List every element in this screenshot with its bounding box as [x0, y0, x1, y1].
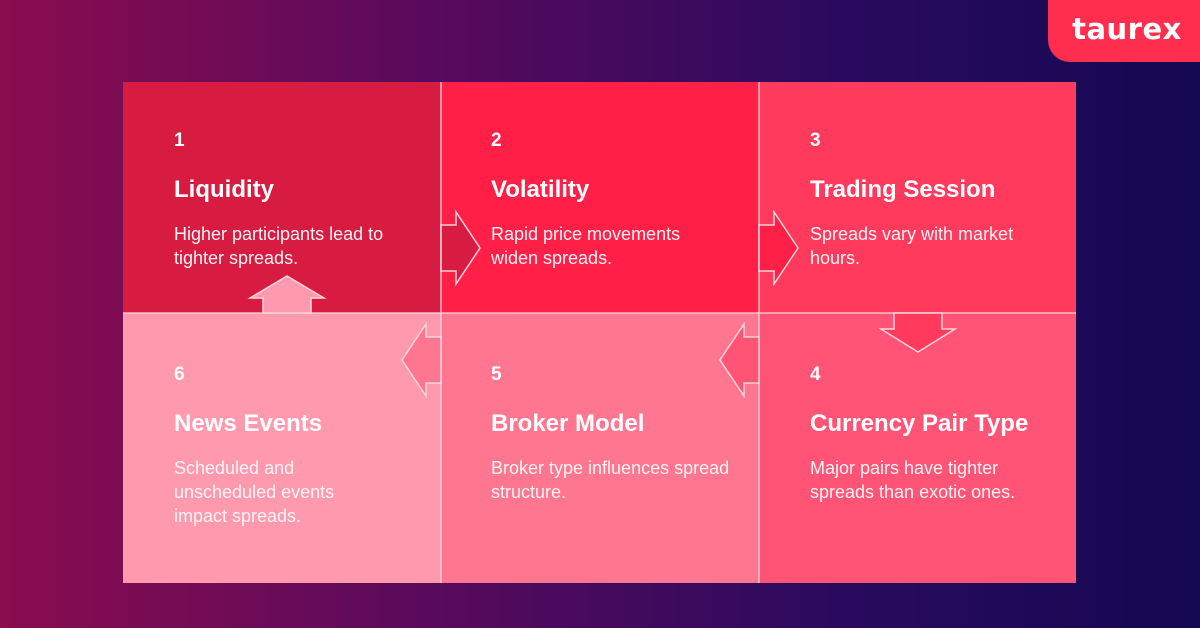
arrow-right-icon — [758, 209, 799, 287]
step-card-2: 2 Volatility Rapid price movements widen… — [491, 130, 731, 270]
logo-text: taurex — [1072, 12, 1182, 46]
cell-1-bg — [123, 82, 441, 313]
arrow-up-icon — [247, 275, 327, 314]
factors-diagram: 1 Liquidity Higher participants lead to … — [123, 82, 1076, 583]
step-title: Broker Model — [491, 410, 645, 437]
step-number: 1 — [174, 130, 185, 151]
brand-logo: taurex — [1048, 0, 1200, 62]
arrow-down-icon — [878, 312, 958, 353]
step-title: News Events — [174, 410, 323, 437]
step-title: Volatility — [491, 176, 590, 203]
step-description: Higher participants lead to tighter spre… — [174, 224, 384, 268]
step-description: Rapid price movements widen spreads. — [491, 224, 681, 268]
step-title: Trading Session — [810, 176, 996, 203]
cell-2-bg — [441, 82, 759, 313]
step-description: Major pairs have tighter spreads than ex… — [810, 458, 1016, 502]
step-title: Currency Pair Type — [810, 410, 1029, 437]
step-card-4: 4 Currency Pair Type Major pairs have ti… — [810, 364, 1050, 504]
arrow-left-icon — [401, 321, 442, 399]
cell-5-bg — [441, 313, 759, 583]
step-number: 6 — [174, 364, 185, 385]
step-number: 5 — [491, 364, 502, 385]
diagram-cells-and-arrows — [123, 82, 1076, 583]
arrow-right-icon — [440, 209, 481, 287]
step-card-5: 5 Broker Model Broker type influences sp… — [491, 364, 731, 504]
step-card-3: 3 Trading Session Spreads vary with mark… — [810, 130, 1040, 270]
arrow-left-icon — [719, 321, 760, 399]
step-card-6: 6 News Events Scheduled and unscheduled … — [174, 364, 374, 528]
cell-4-bg — [759, 313, 1076, 583]
step-description: Scheduled and unscheduled events impact … — [174, 458, 335, 526]
step-description: Broker type influences spread structure. — [491, 458, 730, 502]
step-number: 3 — [810, 130, 821, 151]
step-number: 2 — [491, 130, 502, 151]
step-description: Spreads vary with market hours. — [810, 224, 1014, 268]
cell-6-bg — [123, 313, 441, 583]
step-title: Liquidity — [174, 176, 274, 203]
step-number: 4 — [810, 364, 821, 385]
step-card-1: 1 Liquidity Higher participants lead to … — [174, 130, 414, 270]
cell-3-bg — [759, 82, 1076, 313]
